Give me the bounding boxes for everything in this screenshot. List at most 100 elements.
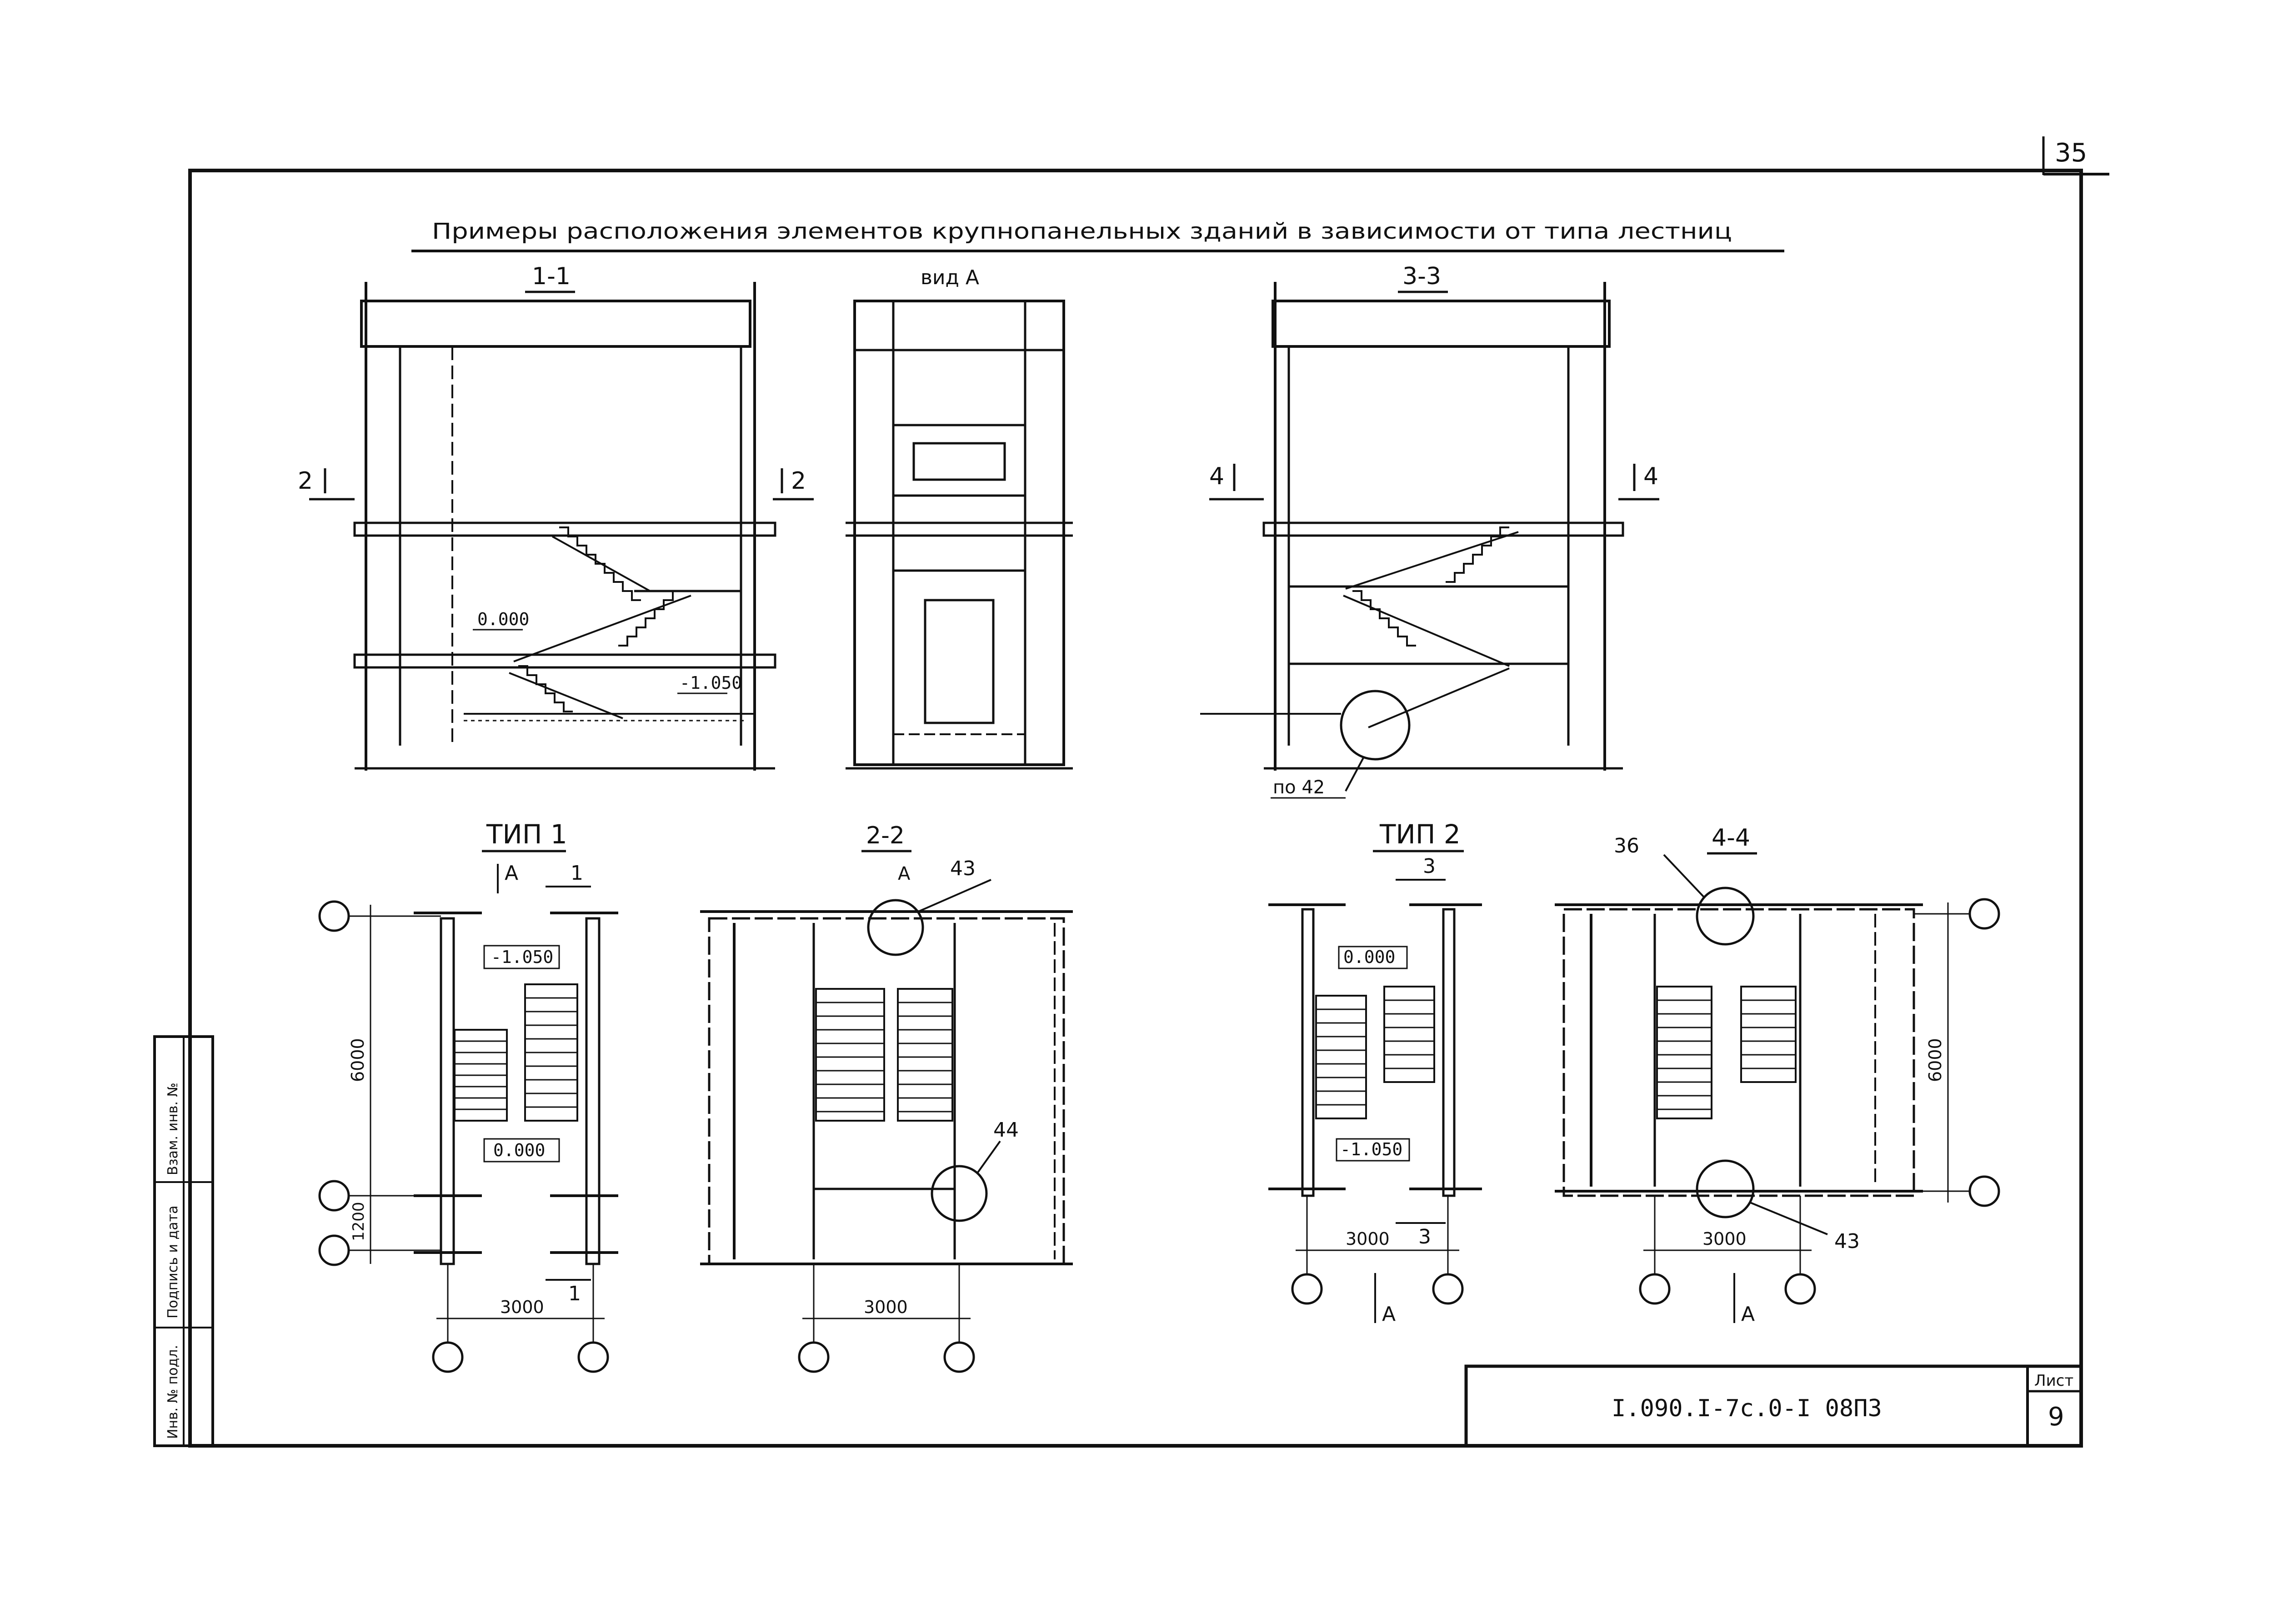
floor-slab-lower [353,653,776,669]
plan-2-2-treads [816,1002,952,1113]
type-2-left-wall [1301,908,1315,1197]
plan-4-4-axis-bot [1968,1175,2000,1207]
plan-2-2-axis-right [943,1341,975,1373]
callout-42: по 42 [1273,777,1325,798]
plan-4-4-callout-36: 36 [1614,834,1639,857]
plan-2-2-flight-left [815,988,885,1122]
type-2-flight-right [1383,986,1435,1083]
type-2-cut-3-bottom: 3 [1418,1225,1431,1248]
floor-slab-upper [353,521,776,537]
type-1-label: ТИП 1 [486,819,567,850]
view-a-window [912,442,1006,481]
type-1-axis-top [318,900,350,932]
detail-circle-42 [1340,690,1411,761]
detail-leader-42 [1345,757,1365,792]
plan-2-2-callout-43: 43 [950,857,976,880]
plan-4-4-axis-left [1639,1273,1671,1305]
plan-4-4-outline [1562,908,1915,1197]
plan-2-2-flight-right [897,988,953,1122]
type-2-axis-right [1432,1273,1464,1305]
type-1-dim-6000: 6000 [348,1038,368,1082]
sheet-label: Лист [2034,1372,2073,1390]
view-a-label: вид А [921,266,979,289]
sheet-number: 9 [2048,1402,2064,1432]
level-zero-1-1: 0.000 [477,609,529,629]
plan-4-4-flight-right [1740,986,1797,1083]
side-label-vzam: Взам. инв. № [165,1083,181,1175]
type-1-level-zero: 0.000 [493,1140,545,1160]
type-2-cut-a: А [1382,1303,1396,1326]
type-1-axis-mid [318,1180,350,1212]
title-block: I.090.I-7с.0-I 08ПЗ Лист 9 [1464,1364,2083,1448]
stair-flight-middle [618,590,682,647]
type-2-treads [1316,999,1434,1106]
type-1-axis-bot [318,1234,350,1266]
view-a-window-frame [892,424,1026,497]
plan-2-2-detail-44 [931,1165,988,1222]
drawing-title: Примеры расположения элементов крупнопан… [432,219,1732,244]
view-a-outline [853,300,1065,766]
plan-section-4-4: 4-4 36 43 6000 3000 А [1555,824,2000,1326]
section-1-1-label: 1-1 [532,263,571,290]
plan-4-4-dim-3000: 3000 [1702,1229,1747,1249]
plan-4-4-detail-36 [1696,887,1755,946]
stair-3-3-middle [1352,590,1416,647]
type-2-level-minus-box [1336,1138,1410,1162]
plan-4-4-cut-a: А [1741,1303,1755,1326]
type-1-cut-a: А [505,862,518,885]
type-1-level-zero-box [483,1138,560,1163]
level-minus-1-1: -1.050 [680,673,742,693]
plan-2-2-leader-43 [918,879,991,912]
plan-section-2-2: 2-2 43 А 44 3000 [700,822,1073,1373]
type-2-level-zero: 0.000 [1343,947,1395,967]
type-2-cut-3-top: 3 [1423,855,1436,878]
stair-slab-middle [513,595,691,662]
page-number: 35 [2055,138,2087,168]
plan-2-2-leader-44 [976,1140,1001,1174]
type-2-flight-left [1315,995,1367,1119]
floor-slab-3-3-upper [1262,521,1624,537]
type-1-level-minus: -1.050 [491,947,553,967]
type-1-axis-right [577,1341,609,1373]
type-2-label: ТИП 2 [1379,819,1461,850]
section-3-3: 3-3 по 42 4 4 [1200,263,1659,799]
plan-4-4-callout-43: 43 [1834,1230,1860,1253]
plan-4-4-leader-36 [1663,854,1706,899]
stair-slab-upper [552,536,651,592]
cut-mark-4-left: 4 [1209,463,1224,490]
plan-2-2-callout-44: 44 [993,1118,1019,1142]
type-1-treads [455,997,577,1110]
stair-3-3-slab-middle [1343,595,1510,667]
side-label-podpis: Подпись и дата [165,1206,181,1319]
section-3-3-label: 3-3 [1402,263,1441,290]
stair-slab-lower [509,672,623,719]
type-1-left-wall [440,917,455,1265]
plan-4-4-treads [1657,999,1796,1110]
type-1-dim-1200: 1200 [350,1202,368,1241]
sheet-frame [188,169,2083,1448]
plan-2-2-outline [708,917,1065,1265]
type-2-level-minus: -1.050 [1340,1139,1402,1159]
type-1-cut-1-top: 1 [571,862,583,885]
plan-4-4-detail-43 [1696,1159,1755,1218]
view-a: вид А [846,266,1073,770]
plan-4-4-flight-left [1656,986,1712,1119]
type-2-level-zero-box [1338,946,1408,969]
document-code: I.090.I-7с.0-I 08ПЗ [1612,1395,1882,1422]
plan-type-2: ТИП 2 3 0.000 -1.050 3000 3 А [1268,819,1482,1326]
type-2-right-wall [1442,908,1456,1197]
plan-4-4-leader-43 [1750,1202,1828,1235]
cut-mark-4-right: 4 [1643,463,1658,490]
plan-4-4-axis-top [1968,898,2000,930]
type-2-axis-left [1291,1273,1323,1305]
type-1-cut-1-bottom: 1 [568,1282,581,1305]
cut-mark-2-right: 2 [791,467,806,495]
plan-2-2-cut-a: А [898,863,911,884]
section-2-2-label: 2-2 [866,822,905,849]
plan-4-4-axis-right [1784,1273,1816,1305]
stair-3-3-lower [1368,667,1510,728]
type-2-dim-3000: 3000 [1346,1229,1390,1249]
plan-4-4-dim-6000: 6000 [1925,1038,1945,1082]
stair-flight-lower [518,665,573,712]
title-block-frame [1464,1364,2083,1448]
